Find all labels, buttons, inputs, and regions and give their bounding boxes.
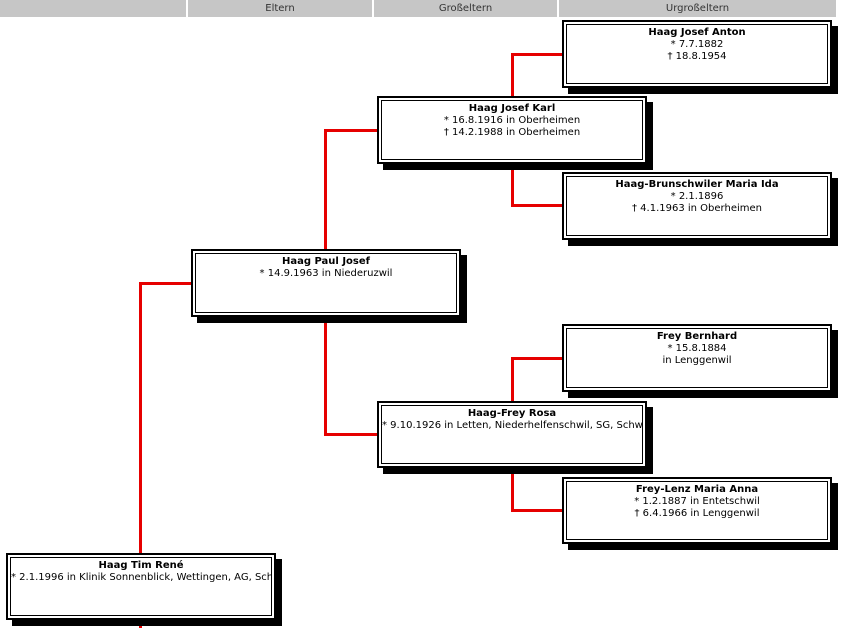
person-name: Haag Paul Josef <box>281 256 371 267</box>
birth-info: * 7.7.1882 <box>670 39 724 50</box>
person-name: Frey Bernhard <box>656 331 738 342</box>
person-card-paul-josef[interactable]: Haag Paul Josef * 14.9.1963 in Niederuzw… <box>191 249 461 317</box>
birth-info: * 15.8.1884 <box>667 343 727 354</box>
person-name: Haag Josef Anton <box>648 27 746 38</box>
death-info: † 18.8.1954 <box>667 51 727 62</box>
connector-line <box>139 282 192 285</box>
birth-info: * 9.10.1926 in Letten, Niederhelfenschwi… <box>382 420 642 431</box>
connector-line <box>511 509 563 512</box>
connector-line <box>511 204 563 207</box>
person-name: Haag-Frey Rosa <box>467 408 557 419</box>
header-column-empty <box>0 0 188 17</box>
connector-line <box>511 357 514 401</box>
death-info: † 6.4.1966 in Lenggenwil <box>634 508 760 519</box>
person-card-rosa[interactable]: Haag-Frey Rosa * 9.10.1926 in Letten, Ni… <box>377 401 647 468</box>
birth-info: * 14.9.1963 in Niederuzwil <box>259 268 393 279</box>
connector-line <box>511 357 563 360</box>
person-card-maria-anna[interactable]: Frey-Lenz Maria Anna * 1.2.1887 in Entet… <box>562 477 832 544</box>
connector-line <box>324 433 379 436</box>
person-card-josef-anton[interactable]: Haag Josef Anton * 7.7.1882 † 18.8.1954 <box>562 20 832 88</box>
death-info: † 14.2.1988 in Oberheimen <box>443 127 581 138</box>
birth-info: * 16.8.1916 in Oberheimen <box>443 115 581 126</box>
person-name: Haag Tim René <box>98 560 184 571</box>
birth-info: * 2.1.1996 in Klinik Sonnenblick, Wettin… <box>11 572 271 583</box>
person-name: Frey-Lenz Maria Anna <box>635 484 759 495</box>
connector-line <box>324 129 327 250</box>
person-card-tim-rene[interactable]: Haag Tim René * 2.1.1996 in Klinik Sonne… <box>6 553 276 620</box>
connector-line <box>511 165 514 207</box>
person-name: Haag-Brunschwiler Maria Ida <box>615 179 779 190</box>
person-card-bernhard[interactable]: Frey Bernhard * 15.8.1884 in Lenggenwil <box>562 324 832 392</box>
connector-line <box>511 53 563 56</box>
connector-line <box>139 282 142 628</box>
connector-line <box>511 469 514 512</box>
connector-line <box>324 129 379 132</box>
birth-info: * 2.1.1896 <box>670 191 724 202</box>
person-card-josef-karl[interactable]: Haag Josef Karl * 16.8.1916 in Oberheime… <box>377 96 647 164</box>
header-column-parents: Eltern <box>188 0 374 17</box>
connector-line <box>511 53 514 97</box>
birth-info: * 1.2.1887 in Entetschwil <box>634 496 760 507</box>
connector-line <box>324 318 327 436</box>
birth-place: in Lenggenwil <box>662 355 732 366</box>
death-info: † 4.1.1963 in Oberheimen <box>632 203 762 214</box>
header-column-great-grandparents: Urgroßeltern <box>559 0 836 17</box>
header-column-grandparents: Großeltern <box>374 0 559 17</box>
person-name: Haag Josef Karl <box>468 103 556 114</box>
person-card-maria-ida[interactable]: Haag-Brunschwiler Maria Ida * 2.1.1896 †… <box>562 172 832 240</box>
